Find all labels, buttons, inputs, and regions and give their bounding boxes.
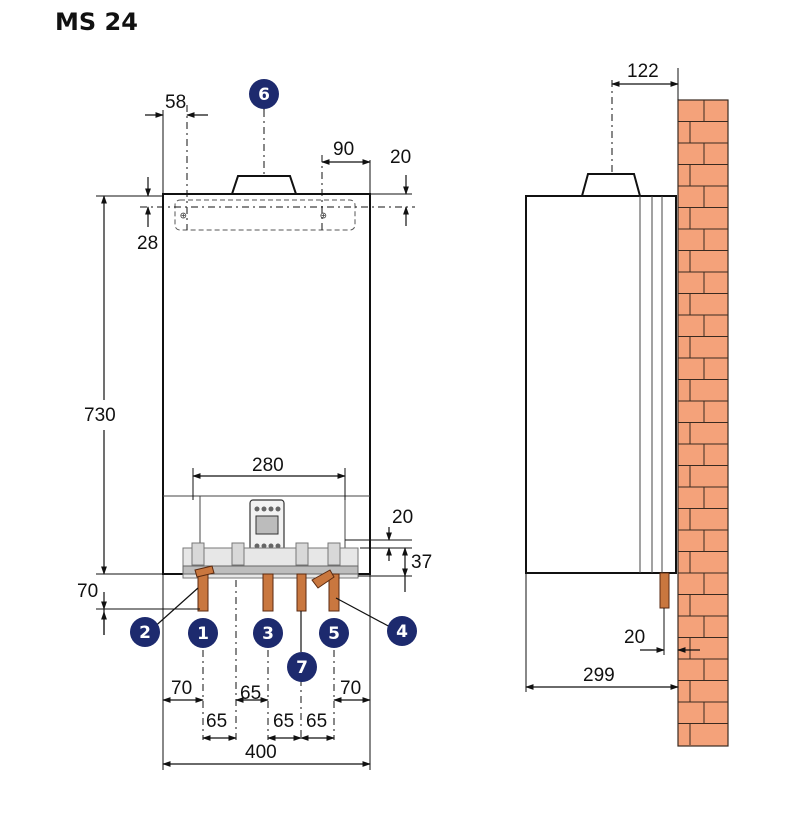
pipe-4-elbow [311, 569, 335, 589]
dim-299-label: 299 [583, 665, 615, 686]
dim-70-vertical-label: 70 [77, 581, 98, 602]
pipe-1 [197, 573, 209, 612]
dim-20-panel-label: 20 [392, 507, 413, 528]
leader-2 [150, 587, 199, 631]
valve-body [191, 542, 205, 566]
control-knob-icon [268, 543, 274, 549]
dim-58-label: 58 [165, 92, 186, 113]
control-knob-icon [261, 506, 267, 512]
svg-text:2: 2 [139, 623, 151, 643]
control-knob-icon [268, 506, 274, 512]
brick-wall [677, 99, 729, 747]
marker-6: 6 [249, 79, 279, 109]
dim-70-bottom-right-label: 70 [340, 678, 361, 699]
svg-text:6: 6 [258, 85, 270, 105]
control-knob-icon [275, 506, 281, 512]
dim-20-side-label: 20 [624, 627, 645, 648]
dim-65-c-label: 65 [273, 711, 294, 732]
control-knob-icon [261, 543, 267, 549]
control-knob-icon [254, 506, 260, 512]
svg-text:4: 4 [396, 622, 408, 642]
pipe-side [659, 572, 670, 609]
flue-collar-side [580, 173, 642, 197]
pipe-5 [328, 573, 340, 612]
pipe-3 [262, 573, 274, 612]
dim-730-label: 730 [84, 405, 116, 426]
pipe-7 [296, 573, 307, 612]
svg-text:7: 7 [296, 658, 308, 678]
control-knob-icon [275, 543, 281, 549]
svg-text:1: 1 [197, 624, 209, 644]
valve-body [327, 542, 341, 566]
dim-70-bottom-left-label: 70 [171, 678, 192, 699]
pipe-2-elbow [194, 565, 215, 578]
dim-65-a-label: 65 [240, 683, 261, 704]
marker-5: 5 [319, 618, 349, 648]
valve-body [295, 542, 309, 566]
dim-37-label: 37 [411, 552, 432, 573]
marker-4: 4 [387, 616, 417, 646]
mounting-bracket-outline [174, 199, 356, 231]
svg-text:5: 5 [328, 624, 340, 644]
dim-65-d-label: 65 [306, 711, 327, 732]
leader-4 [335, 597, 393, 629]
dim-90-label: 90 [333, 139, 354, 160]
flue-collar-front [230, 175, 298, 195]
bracket-hook-left-icon: ⊕ [180, 209, 187, 222]
valve-body [231, 542, 245, 566]
control-knob-icon [254, 543, 260, 549]
dim-400-label: 400 [245, 742, 277, 763]
display-screen [255, 515, 279, 535]
marker-2: 2 [130, 617, 160, 647]
dim-20-top-label: 20 [390, 147, 411, 168]
dim-122-label: 122 [627, 61, 659, 82]
marker-7: 7 [287, 652, 317, 682]
svg-text:3: 3 [262, 624, 274, 644]
marker-3: 3 [253, 618, 283, 648]
boiler-casing-side [525, 195, 677, 574]
dim-28-label: 28 [137, 233, 158, 254]
bracket-hook-right-icon: ⊕ [320, 209, 327, 222]
dim-280-label: 280 [252, 455, 284, 476]
marker-1: 1 [188, 618, 218, 648]
dim-65-b-label: 65 [206, 711, 227, 732]
diagram-title: MS 24 [55, 8, 138, 36]
